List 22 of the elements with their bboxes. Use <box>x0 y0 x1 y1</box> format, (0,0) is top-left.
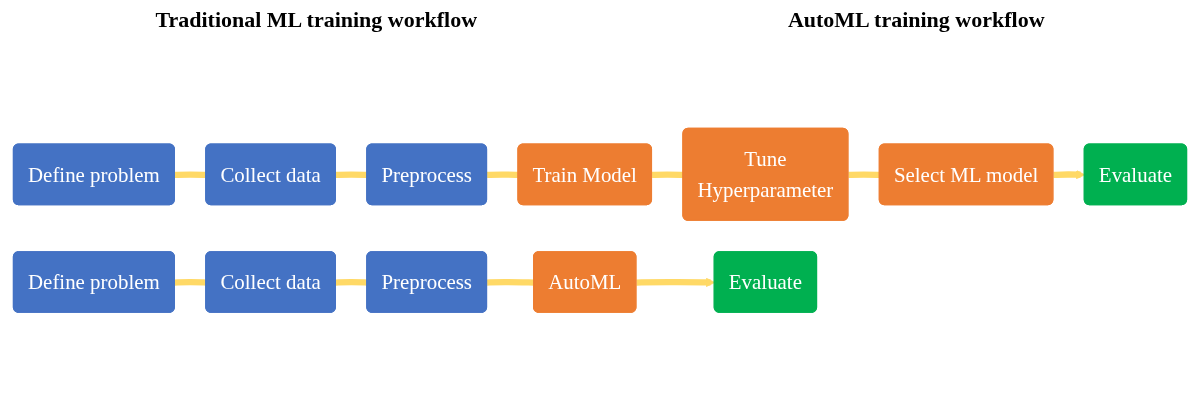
connector <box>174 278 207 286</box>
process-box: Define problem <box>12 143 175 205</box>
workflow-heading: Traditional ML training workflow <box>155 7 478 33</box>
workflow-heading: AutoML training workflow <box>787 7 1045 33</box>
process-box: Collect data <box>205 250 336 313</box>
connector <box>335 278 368 286</box>
process-box: Train Model <box>517 143 653 205</box>
process-box: Collect data <box>205 143 336 205</box>
process-box: Preprocess <box>366 250 488 313</box>
connector <box>335 171 368 178</box>
connector <box>847 171 881 178</box>
process-box: Select ML model <box>878 143 1054 205</box>
connector <box>486 278 535 286</box>
process-box: Tune Hyperparameter <box>682 127 849 221</box>
connector <box>174 171 207 178</box>
connector <box>651 171 684 178</box>
process-box: Define problem <box>12 250 175 313</box>
process-box: Evaluate <box>1083 143 1188 205</box>
process-box: Preprocess <box>366 143 488 205</box>
process-box: Evaluate <box>713 250 818 313</box>
process-box: AutoML <box>533 250 637 313</box>
connector <box>486 171 519 178</box>
